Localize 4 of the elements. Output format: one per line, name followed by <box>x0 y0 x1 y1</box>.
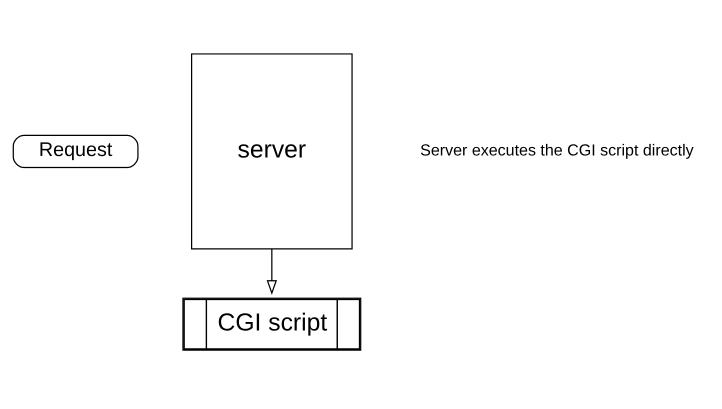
arrow <box>266 249 278 295</box>
label: Server executes the CGI script directly <box>420 142 694 160</box>
node-box: Request <box>12 134 139 168</box>
node-box: server <box>191 53 353 250</box>
